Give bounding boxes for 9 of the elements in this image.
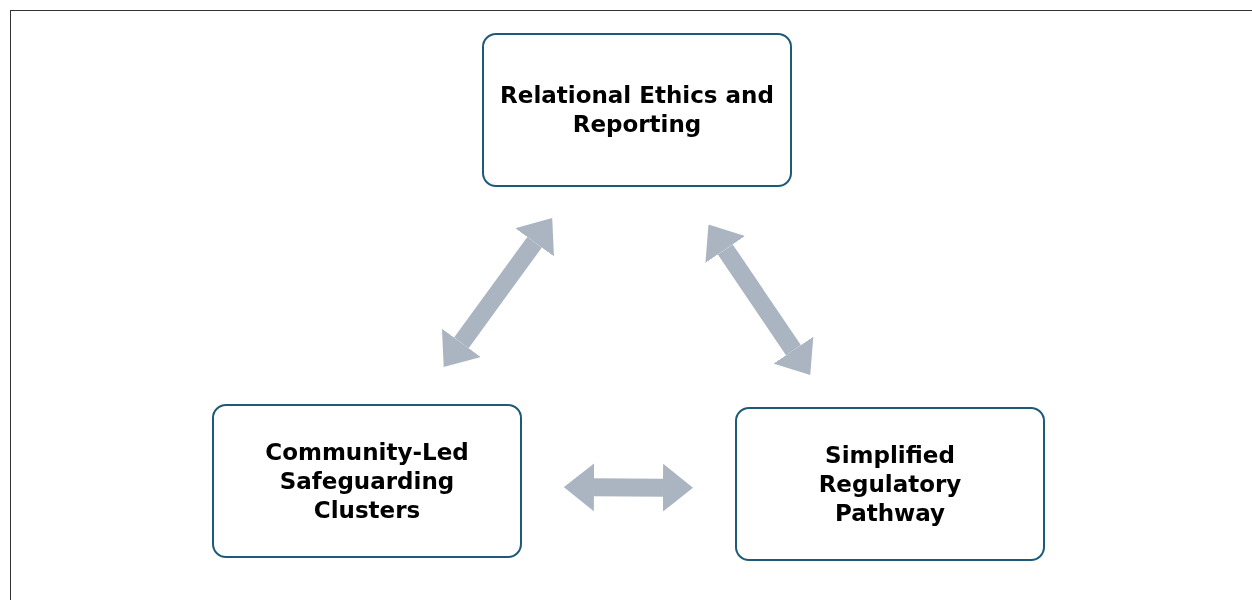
double-arrow: [563, 463, 693, 512]
process-box: [482, 33, 792, 187]
box-label: Relational Ethics and Reporting: [499, 81, 775, 139]
process-box: [212, 404, 522, 558]
box-label: Community-Led Safeguarding Clusters: [264, 437, 470, 525]
process-box: [735, 407, 1045, 561]
box-label: Simplified Regulatory Pathway: [817, 440, 963, 528]
double-arrow: [441, 218, 554, 368]
double-arrow: [705, 224, 814, 375]
